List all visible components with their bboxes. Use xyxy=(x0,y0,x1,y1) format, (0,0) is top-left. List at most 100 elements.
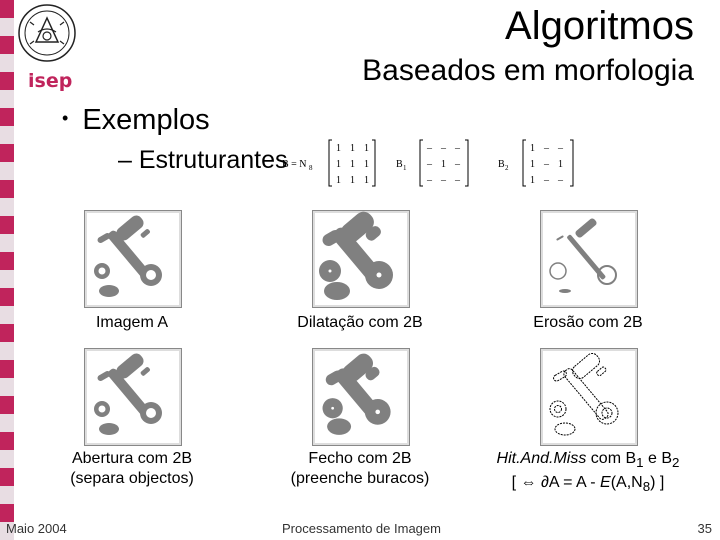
stripe-segment xyxy=(0,486,14,504)
stripe-segment xyxy=(0,162,14,180)
caption-hit-and-miss: Hit.And.Miss com B1 e B2 [ ⇔ ∂A = A - E(… xyxy=(478,449,698,497)
matrix-cell: 1 xyxy=(350,175,355,186)
stripe-segment xyxy=(0,522,14,540)
matrix-cell: 1 xyxy=(364,159,369,170)
stripe-segment xyxy=(0,378,14,396)
matrix-cell: 1 xyxy=(336,175,341,186)
stripe-segment xyxy=(0,396,14,414)
caption-hit-and-miss-line1: Hit.And.Miss com B1 e B2 xyxy=(478,449,698,473)
caption-hit-and-miss-line2: [ ⇔ ∂A = A - E(A,N8) ] xyxy=(478,473,698,497)
isep-logo-text: isep xyxy=(28,70,73,92)
stripe-segment xyxy=(0,432,14,450)
matrix-cell: 1 xyxy=(530,159,535,170)
matrix-cell: – xyxy=(440,175,447,186)
matrix-cell: 1 xyxy=(364,175,369,186)
bullet-dot-icon: • xyxy=(62,108,69,128)
bullet-text: Exemplos xyxy=(82,104,210,136)
matrix-cell: – xyxy=(543,143,550,154)
matrix-b1-label: B xyxy=(396,159,403,170)
matrix-cell: 1 xyxy=(530,175,535,186)
stripe-segment xyxy=(0,216,14,234)
matrix-cell: 1 xyxy=(441,159,446,170)
matrix-cell: – xyxy=(440,143,447,154)
hm-text-b: e B xyxy=(643,450,673,467)
matrix-cell: 1 xyxy=(336,143,341,154)
matrix-b-label: B = N xyxy=(282,159,307,170)
stripe-segment xyxy=(0,450,14,468)
image-hit-and-miss xyxy=(540,348,638,446)
matrix-cell: – xyxy=(543,159,550,170)
stripe-segment xyxy=(0,270,14,288)
left-stripe xyxy=(0,0,14,540)
image-closing xyxy=(312,348,410,446)
matrix-cell: – xyxy=(426,159,433,170)
stripe-segment xyxy=(0,288,14,306)
hm2-erosion: E xyxy=(600,474,611,492)
footer-course: Processamento de Imagem xyxy=(282,521,441,536)
stripe-segment xyxy=(0,180,14,198)
matrix-cell: – xyxy=(557,175,564,186)
hm2-text-b: (A,N xyxy=(610,474,643,492)
matrix-b-subscript: 8 xyxy=(309,164,313,172)
stripe-segment xyxy=(0,324,14,342)
stripe-segment xyxy=(0,144,14,162)
stripe-segment xyxy=(0,108,14,126)
stripe-segment xyxy=(0,468,14,486)
stripe-segment xyxy=(0,414,14,432)
matrix-cell: – xyxy=(426,143,433,154)
matrix-b2-subscript: 2 xyxy=(505,164,509,172)
slide-title: Algoritmos xyxy=(505,4,694,48)
hm-sub-1: 1 xyxy=(636,455,644,471)
matrix-cell: 1 xyxy=(336,159,341,170)
matrix-cell: – xyxy=(557,143,564,154)
matrix-cell: 1 xyxy=(364,143,369,154)
caption-opening-line1: Abertura com 2B xyxy=(71,450,193,467)
caption-closing-line1: Fecho com 2B xyxy=(308,450,412,467)
hm2-text-a: [ ⇔ ∂A = A - xyxy=(511,474,601,492)
caption-opening: Abertura com 2B (separa objectos) xyxy=(52,449,212,489)
caption-erosion: Erosão com 2B xyxy=(533,314,643,331)
stripe-segment xyxy=(0,198,14,216)
stripe-segment xyxy=(0,18,14,36)
matrix-cell: – xyxy=(426,175,433,186)
hm2-sub: 8 xyxy=(642,479,651,495)
matrix-b1: B 1 ––––1–––– xyxy=(396,139,469,187)
stripe-segment xyxy=(0,126,14,144)
stripe-segment xyxy=(0,342,14,360)
matrix-cell: – xyxy=(454,159,461,170)
matrix-cell: – xyxy=(454,175,461,186)
caption-image-a: Imagem A xyxy=(95,314,169,331)
hit-and-miss-name: Hit.And.Miss xyxy=(496,450,587,467)
stripe-segment xyxy=(0,90,14,108)
footer-date: Maio 2004 xyxy=(6,521,67,536)
isep-seal-logo xyxy=(18,4,76,62)
matrix-cell: 1 xyxy=(558,159,563,170)
matrix-cell: – xyxy=(454,143,461,154)
hm2-text-c: ) ] xyxy=(650,474,665,492)
sub-bullet-item: – Estruturantes xyxy=(118,146,288,174)
matrix-cell: 1 xyxy=(350,143,355,154)
matrix-b2: B 2 1––1–11–– xyxy=(498,139,574,187)
stripe-segment xyxy=(0,504,14,522)
stripe-segment xyxy=(0,54,14,72)
image-dilation xyxy=(312,210,410,308)
stripe-segment xyxy=(0,234,14,252)
slide-subtitle: Baseados em morfologia xyxy=(362,54,694,87)
stripe-segment xyxy=(0,72,14,90)
matrix-b2-label: B xyxy=(498,159,505,170)
caption-closing-line2: (preenche buracos) xyxy=(290,470,430,487)
stripe-segment xyxy=(0,36,14,54)
stripe-segment xyxy=(0,306,14,324)
caption-dilation: Dilatação com 2B xyxy=(297,314,423,331)
image-opening xyxy=(84,348,182,446)
matrix-cell: – xyxy=(543,175,550,186)
stripe-segment xyxy=(0,0,14,18)
image-erosion xyxy=(540,210,638,308)
hm-text-a: com B xyxy=(586,450,637,467)
matrix-b1-subscript: 1 xyxy=(403,164,407,172)
footer-page-number: 35 xyxy=(697,521,712,536)
matrix-cell: 1 xyxy=(350,159,355,170)
image-a xyxy=(84,210,182,308)
